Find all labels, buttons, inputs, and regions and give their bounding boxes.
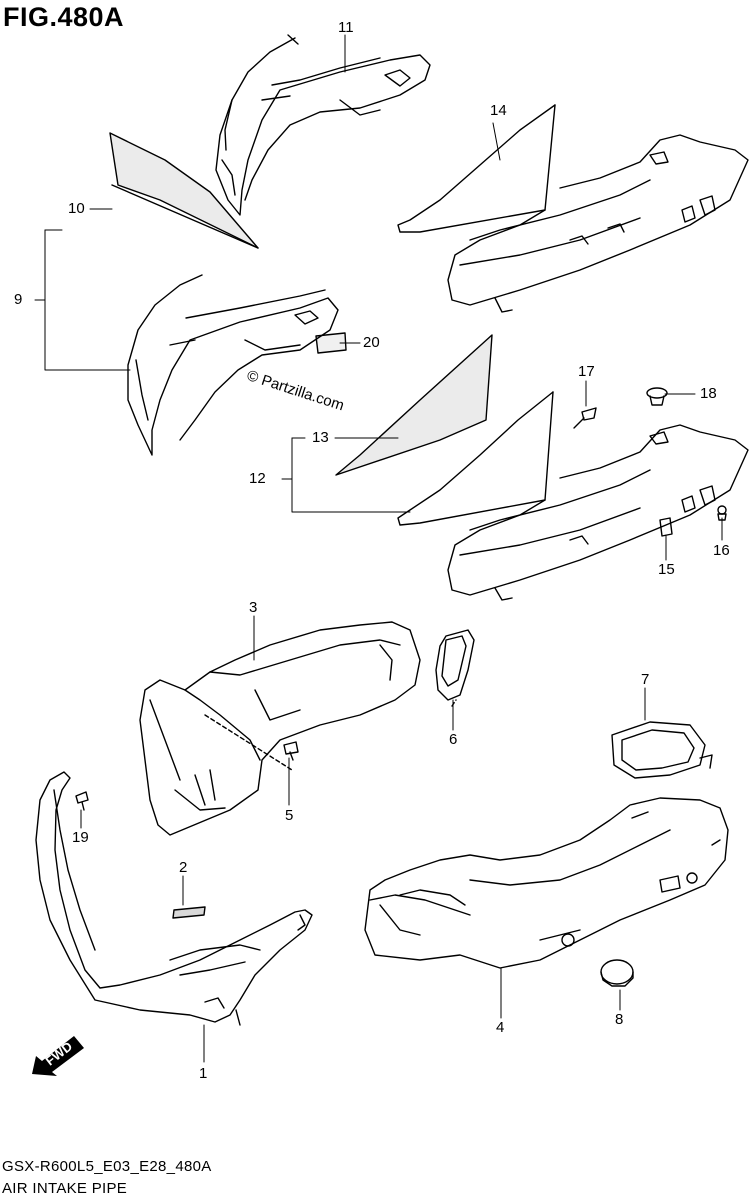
callout-1: 1 <box>199 1065 208 1082</box>
forward-direction-arrow: FWD <box>30 1028 90 1078</box>
model-code: GSX-R600L5_E03_E28_480A <box>2 1158 212 1175</box>
diagram-subtitle: AIR INTAKE PIPE <box>2 1180 128 1197</box>
part-18-drawing <box>646 387 668 406</box>
part-9-drawing <box>127 274 339 456</box>
callout-19: 19 <box>72 829 89 846</box>
callout-11: 11 <box>338 19 354 36</box>
part-5-drawing <box>283 741 299 761</box>
part-1-drawing <box>35 771 313 1026</box>
part-12-drawing <box>397 391 749 601</box>
part-14-drawing <box>397 104 749 313</box>
callout-8: 8 <box>615 1011 624 1028</box>
callout-16: 16 <box>713 542 730 559</box>
leader-lines <box>34 34 723 1063</box>
callout-4: 4 <box>496 1019 505 1036</box>
callout-9: 9 <box>14 291 23 308</box>
part-17-drawing <box>573 407 597 429</box>
callout-15: 15 <box>658 561 675 578</box>
callout-3: 3 <box>249 599 258 616</box>
callout-10: 10 <box>68 200 85 217</box>
figure-title: FIG.480A <box>3 2 125 32</box>
callout-14: 14 <box>490 102 507 119</box>
callout-6: 6 <box>449 731 458 748</box>
callout-2: 2 <box>179 859 188 876</box>
part-13-drawing <box>335 334 493 476</box>
part-19-drawing <box>75 791 89 811</box>
callout-17: 17 <box>578 363 595 380</box>
arrow-icon <box>32 1036 84 1076</box>
part-16-drawing <box>717 505 727 521</box>
part-10-drawing <box>109 132 259 249</box>
part-11-drawing <box>215 34 431 216</box>
part-8-drawing <box>600 959 634 987</box>
part-7-drawing <box>611 721 713 779</box>
callout-12: 12 <box>249 470 266 487</box>
part-2-drawing <box>172 906 206 919</box>
callout-18: 18 <box>700 385 717 402</box>
part-6-drawing <box>435 629 475 701</box>
part-4-drawing <box>364 797 729 969</box>
callout-20: 20 <box>363 334 380 351</box>
part-3-drawing <box>139 621 421 836</box>
callout-13: 13 <box>312 429 329 446</box>
callout-7: 7 <box>641 671 650 688</box>
part-20-drawing <box>315 332 347 354</box>
callout-5: 5 <box>285 807 294 824</box>
